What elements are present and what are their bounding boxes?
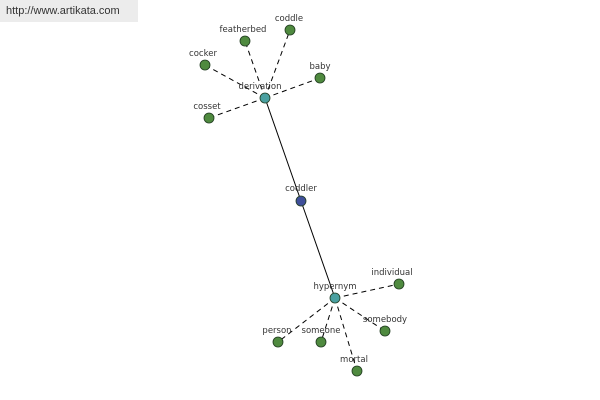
node-cosset[interactable]: cosset [193,102,221,124]
node-featherbed[interactable]: featherbed [220,25,267,47]
node-someone[interactable]: someone [302,326,341,348]
node-baby[interactable]: baby [309,62,331,84]
node-mortal[interactable]: mortal [340,355,368,377]
edge-hypernym-someone [320,297,336,343]
node-circle[interactable] [295,195,307,207]
node-label[interactable]: hypernym [313,282,356,292]
edge-derivation-baby [264,77,321,99]
edge-hypernym-person [277,297,336,343]
node-circle[interactable] [329,292,341,304]
node-label[interactable]: mortal [340,355,368,365]
node-cocker[interactable]: cocker [189,49,217,71]
node-label[interactable]: cosset [193,102,221,112]
node-label[interactable]: coddler [285,184,317,194]
node-circle[interactable] [379,325,391,337]
node-coddle[interactable]: coddle [275,14,303,36]
node-label[interactable]: cocker [189,49,217,59]
node-label[interactable]: baby [309,62,330,72]
edge-coddler-derivation [264,97,302,202]
node-circle[interactable] [314,72,326,84]
node-circle[interactable] [239,35,251,47]
node-label[interactable]: featherbed [220,25,267,35]
node-label[interactable]: somebody [363,315,407,325]
node-label[interactable]: coddle [275,14,303,24]
edge-hypernym-somebody [334,297,386,332]
node-coddler[interactable]: coddler [285,184,317,207]
edge-hypernym-mortal [334,297,358,372]
node-label[interactable]: derivation [238,82,281,92]
node-derivation[interactable]: derivation [238,82,282,104]
edge-derivation-featherbed [244,40,266,99]
node-circle[interactable] [272,336,284,348]
url-label[interactable]: http://www.artikata.com [0,0,138,22]
edge-derivation-cocker [204,64,266,99]
node-circle[interactable] [284,24,296,36]
edge-derivation-coddle [264,29,291,99]
node-person[interactable]: person [262,326,292,348]
node-circle[interactable] [351,365,363,377]
node-label[interactable]: person [262,326,291,336]
node-individual[interactable]: individual [371,268,413,290]
node-circle[interactable] [259,92,271,104]
node-circle[interactable] [393,278,405,290]
node-label[interactable]: individual [371,268,412,278]
node-circle[interactable] [203,112,215,124]
node-circle[interactable] [199,59,211,71]
node-label[interactable]: someone [302,326,341,336]
edge-derivation-cosset [208,97,266,119]
node-circle[interactable] [315,336,327,348]
edge-hypernym-individual [334,283,400,299]
node-hypernym[interactable]: hypernym [313,282,357,304]
edge-coddler-hypernym [300,200,336,299]
node-somebody[interactable]: somebody [363,315,407,337]
